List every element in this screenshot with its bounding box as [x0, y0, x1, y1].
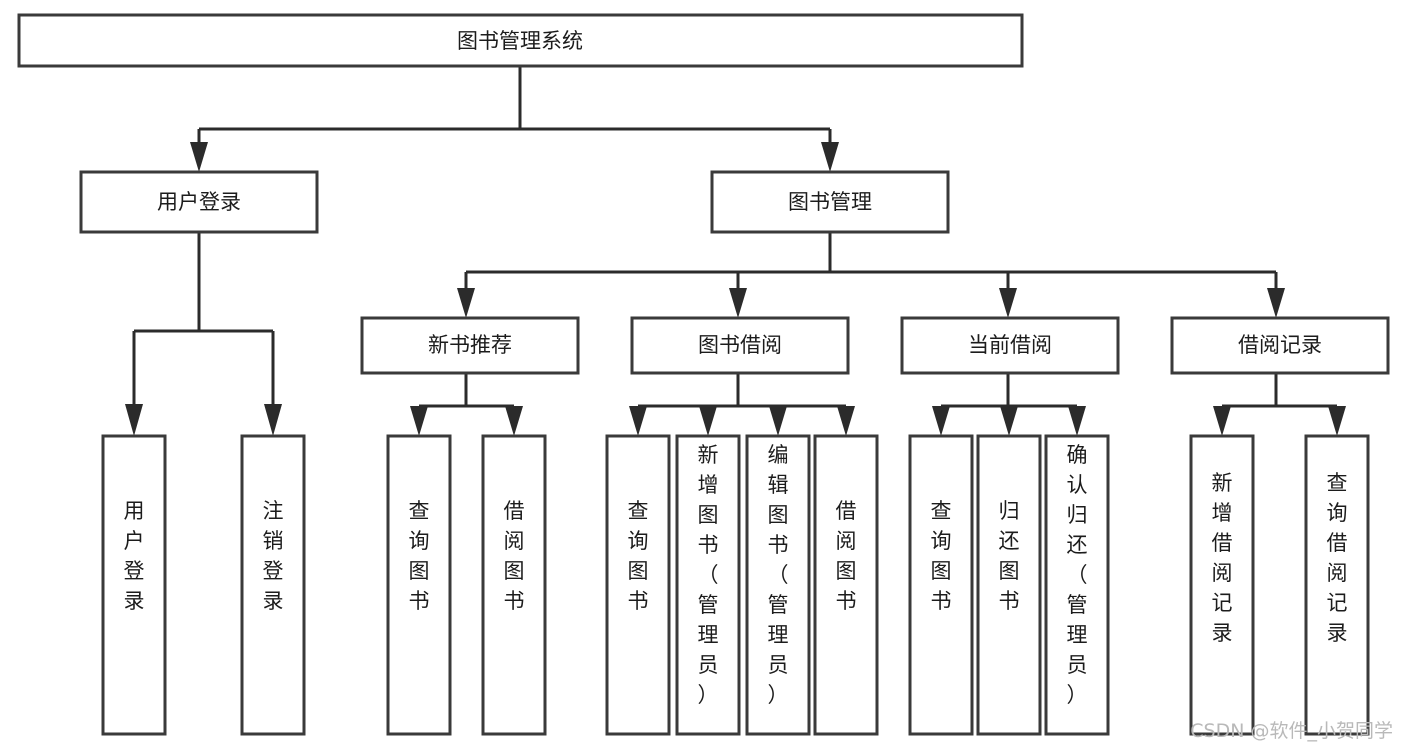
- node-current-borrow-label: 当前借阅: [968, 333, 1052, 357]
- arrow-head-new-book-leaf-1: [410, 406, 428, 436]
- leaf-book-borrow-1[interactable]: 查询图书: [605, 434, 671, 736]
- arrow-head-current-borrow-leaf-1: [932, 406, 950, 436]
- node-borrow-record-box[interactable]: [1170, 316, 1390, 375]
- arrow-head-book-borrow-leaf-1: [629, 406, 647, 436]
- node-root-system-box[interactable]: [17, 13, 1024, 68]
- leaf-current-borrow-1[interactable]: 查询图书: [908, 434, 974, 736]
- leaf-book-borrow-4-box[interactable]: [813, 434, 879, 736]
- leaf-user-login-1-box[interactable]: [101, 434, 167, 736]
- arrow-head-borrow-record: [1267, 288, 1285, 318]
- arrow-head-book-borrow: [729, 288, 747, 318]
- leaf-book-borrow-2-box[interactable]: [675, 434, 741, 736]
- leaf-user-login-1-label: 用户登录: [124, 499, 145, 613]
- leaf-new-book-2[interactable]: 借阅图书: [481, 434, 547, 736]
- leaf-book-borrow-1-box[interactable]: [605, 434, 671, 736]
- node-book-borrow-label: 图书借阅: [698, 333, 782, 357]
- node-book-borrow-box[interactable]: [630, 316, 850, 375]
- leaf-book-borrow-4-label: 借阅图书: [836, 499, 857, 613]
- node-book-borrow[interactable]: 图书借阅: [630, 316, 850, 375]
- arrow-head-user-login-leaf-1: [125, 404, 143, 436]
- node-current-borrow[interactable]: 当前借阅: [900, 316, 1120, 375]
- leaf-current-borrow-1-box[interactable]: [908, 434, 974, 736]
- leaf-borrow-record-2-label: 查询借阅记录: [1327, 471, 1348, 645]
- csdn-watermark: CSDN @软件_小贺同学: [1190, 720, 1393, 742]
- node-user-login-box[interactable]: [79, 170, 319, 234]
- arrow-head-current-borrow: [999, 288, 1017, 318]
- leaf-current-borrow-2-box[interactable]: [976, 434, 1042, 736]
- leaf-current-borrow-2-label: 归还图书: [999, 499, 1020, 613]
- leaf-book-borrow-2[interactable]: 新增图书（管理员）: [675, 434, 741, 736]
- leaf-borrow-record-2-box[interactable]: [1304, 434, 1370, 736]
- arrow-head-borrow-record-leaf-1: [1213, 406, 1231, 436]
- leaf-book-borrow-1-label: 查询图书: [628, 499, 649, 613]
- leaf-borrow-record-1-label: 新增借阅记录: [1212, 471, 1233, 645]
- node-user-login[interactable]: 用户登录: [79, 170, 319, 234]
- node-new-book-recommend-box[interactable]: [360, 316, 580, 375]
- leaf-borrow-record-1[interactable]: 新增借阅记录: [1189, 434, 1255, 736]
- leaf-new-book-2-label: 借阅图书: [504, 499, 525, 613]
- leaf-book-borrow-2-label: 新增图书（管理员）: [698, 443, 719, 707]
- leaf-user-login-2-box[interactable]: [240, 434, 306, 736]
- arrow-head-book-borrow-leaf-3: [769, 406, 787, 436]
- leaf-current-borrow-3-box[interactable]: [1044, 434, 1110, 736]
- leaf-new-book-2-box[interactable]: [481, 434, 547, 736]
- leaf-book-borrow-3-label: 编辑图书（管理员）: [768, 443, 789, 707]
- leaf-book-borrow-3[interactable]: 编辑图书（管理员）: [745, 434, 811, 736]
- node-new-book-recommend[interactable]: 新书推荐: [360, 316, 580, 375]
- arrow-head-book-borrow-leaf-4: [837, 406, 855, 436]
- leaf-user-login-2-label: 注销登录: [263, 499, 284, 613]
- leaf-current-borrow-3[interactable]: 确认归还（管理员）: [1044, 434, 1110, 736]
- arrow-head-current-borrow-leaf-3: [1068, 406, 1086, 436]
- node-new-book-recommend-label: 新书推荐: [428, 333, 512, 357]
- arrow-head-user-login-leaf-2: [264, 404, 282, 436]
- node-book-management[interactable]: 图书管理: [710, 170, 950, 234]
- leaf-current-borrow-3-label: 确认归还（管理员）: [1067, 443, 1088, 707]
- node-borrow-record-label: 借阅记录: [1238, 333, 1322, 357]
- leaf-book-borrow-3-box[interactable]: [745, 434, 811, 736]
- leaf-borrow-record-1-box[interactable]: [1189, 434, 1255, 736]
- leaf-user-login-2[interactable]: 注销登录: [240, 434, 306, 736]
- node-book-management-label: 图书管理: [788, 190, 872, 214]
- edge-layer: [125, 66, 1346, 436]
- leaf-user-login-1[interactable]: 用户登录: [101, 434, 167, 736]
- arrow-head-current-borrow-leaf-2: [1000, 406, 1018, 436]
- leaf-new-book-1-label: 查询图书: [409, 499, 430, 613]
- leaf-new-book-1-box[interactable]: [386, 434, 452, 736]
- arrow-head-book-mgmt: [821, 142, 839, 172]
- node-user-login-label: 用户登录: [157, 190, 241, 214]
- arrow-head-borrow-record-leaf-2: [1328, 406, 1346, 436]
- node-book-management-box[interactable]: [710, 170, 950, 234]
- node-root-system-label: 图书管理系统: [457, 29, 583, 53]
- node-borrow-record[interactable]: 借阅记录: [1170, 316, 1390, 375]
- leaf-book-borrow-4[interactable]: 借阅图书: [813, 434, 879, 736]
- arrow-head-user-login: [190, 142, 208, 172]
- leaf-borrow-record-2[interactable]: 查询借阅记录: [1304, 434, 1370, 736]
- leaf-new-book-1[interactable]: 查询图书: [386, 434, 452, 736]
- arrow-head-new-book-recommend: [457, 288, 475, 318]
- node-current-borrow-box[interactable]: [900, 316, 1120, 375]
- leaf-current-borrow-1-label: 查询图书: [931, 499, 952, 613]
- leaf-current-borrow-2[interactable]: 归还图书: [976, 434, 1042, 736]
- arrow-head-book-borrow-leaf-2: [699, 406, 717, 436]
- arrow-head-new-book-leaf-2: [505, 406, 523, 436]
- node-root-system[interactable]: 图书管理系统: [17, 13, 1024, 68]
